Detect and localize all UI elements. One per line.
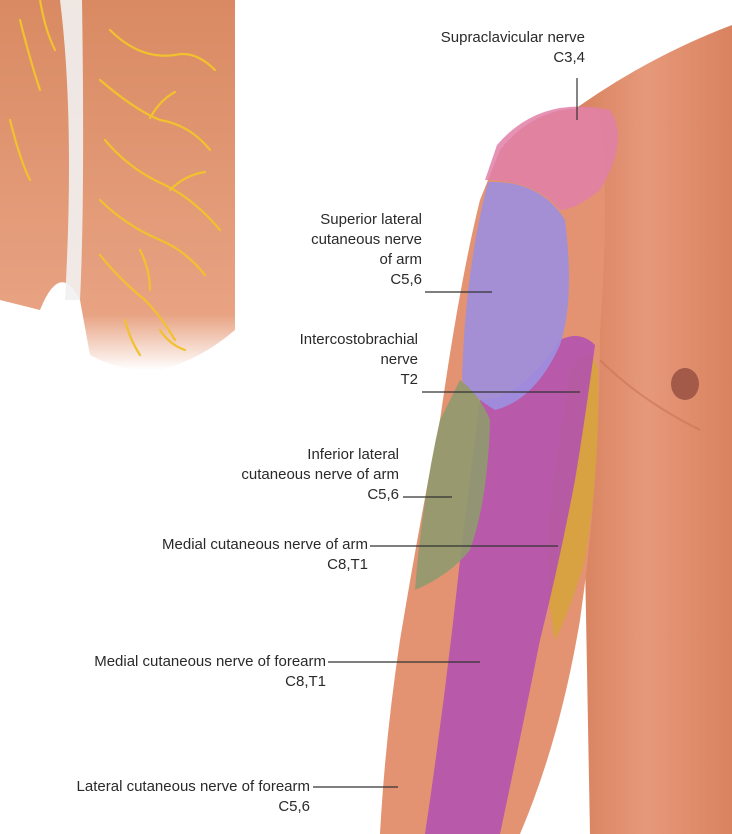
superior-lateral-line1: Superior lateral [311, 210, 422, 230]
superior-lateral-line3: of arm [311, 250, 422, 270]
medial-arm-roots: C8,T1 [162, 555, 368, 575]
intercostobrachial-line2: nerve [300, 350, 418, 370]
back-inset [0, 0, 235, 370]
superior-lateral-line2: cutaneous nerve [311, 230, 422, 250]
inferior-lateral-label: Inferior lateral cutaneous nerve of arm … [241, 445, 399, 505]
medial-forearm-name: Medial cutaneous nerve of forearm [94, 652, 326, 672]
medial-forearm-roots: C8,T1 [94, 672, 326, 692]
superior-lateral-label: Superior lateral cutaneous nerve of arm … [311, 210, 422, 290]
intercostobrachial-line1: Intercostobrachial [300, 330, 418, 350]
intercostobrachial-label: Intercostobrachial nerve T2 [300, 330, 418, 390]
lateral-forearm-name: Lateral cutaneous nerve of forearm [77, 777, 310, 797]
lateral-forearm-label: Lateral cutaneous nerve of forearm C5,6 [77, 777, 310, 817]
supraclavicular-name: Supraclavicular nerve [441, 28, 585, 48]
inferior-lateral-line2: cutaneous nerve of arm [241, 465, 399, 485]
superior-lateral-roots: C5,6 [311, 270, 422, 290]
inferior-lateral-line1: Inferior lateral [241, 445, 399, 465]
supraclavicular-roots: C3,4 [441, 48, 585, 68]
medial-forearm-label: Medial cutaneous nerve of forearm C8,T1 [94, 652, 326, 692]
medial-arm-name: Medial cutaneous nerve of arm [162, 535, 368, 555]
inferior-lateral-roots: C5,6 [241, 485, 399, 505]
intercostobrachial-roots: T2 [300, 370, 418, 390]
supraclavicular-label: Supraclavicular nerve C3,4 [441, 28, 585, 68]
medial-arm-label: Medial cutaneous nerve of arm C8,T1 [162, 535, 368, 575]
lateral-forearm-roots: C5,6 [77, 797, 310, 817]
